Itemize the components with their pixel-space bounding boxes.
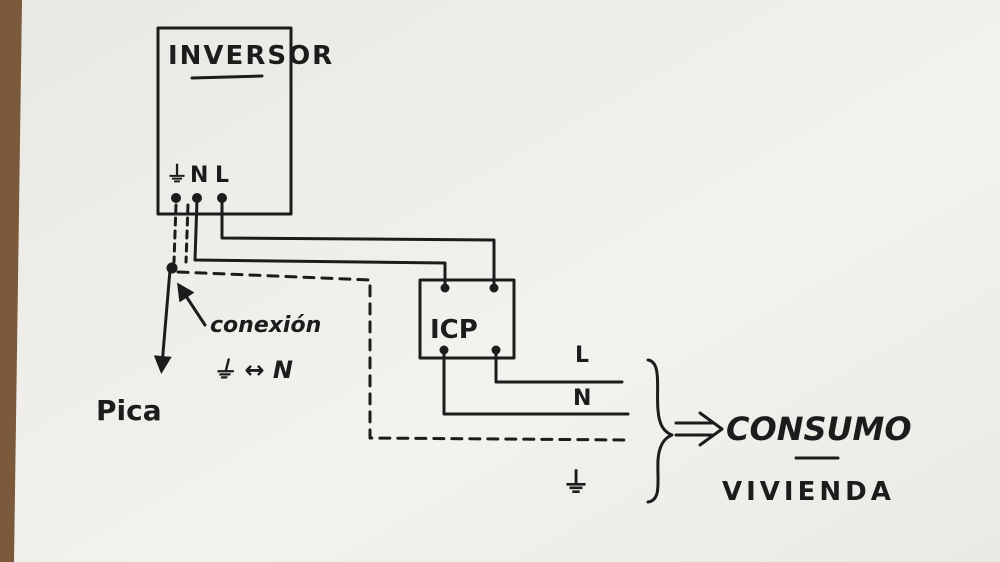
icp-terminal-top-n	[440, 283, 450, 293]
inverter-title-underline	[190, 74, 264, 80]
earth-dashed-run	[176, 270, 632, 442]
neutral-terminal-label: N	[190, 163, 208, 188]
line-terminal-label: L	[215, 163, 229, 188]
output-earth-label: ⏚	[562, 466, 590, 499]
consumption-brace	[646, 358, 674, 504]
icp-terminal-top-l	[489, 283, 499, 293]
output-neutral-label: N	[573, 386, 591, 411]
connection-label: conexión	[210, 313, 321, 338]
earth-dashed-lead-a	[172, 203, 178, 264]
output-neutral-wire	[442, 350, 630, 416]
earth-neutral-link-label: ⏚ ↔ N	[212, 356, 293, 384]
line-wire-inverter-to-icp	[220, 198, 496, 287]
earth-dashed-lead-b	[184, 203, 190, 264]
ground-rod-wire	[153, 268, 172, 374]
inverter-box	[156, 26, 293, 216]
earth-terminal	[171, 193, 181, 203]
ground-rod-label: Pica	[96, 394, 162, 427]
earth-junction	[166, 262, 178, 274]
connection-arrow	[177, 282, 207, 327]
output-line-label: L	[575, 343, 589, 368]
output-line-wire	[494, 350, 624, 384]
neutral-wire-inverter-to-icp	[193, 198, 447, 287]
icp-box	[418, 278, 516, 360]
icp-label: ICP	[430, 315, 478, 345]
dwelling-label: VIVIENDA	[722, 477, 895, 507]
implies-arrow	[674, 411, 724, 447]
consumption-label: CONSUMO	[726, 410, 912, 448]
inverter-title: INVERSOR	[168, 41, 334, 71]
earth-terminal-label: ⏚	[166, 163, 188, 188]
